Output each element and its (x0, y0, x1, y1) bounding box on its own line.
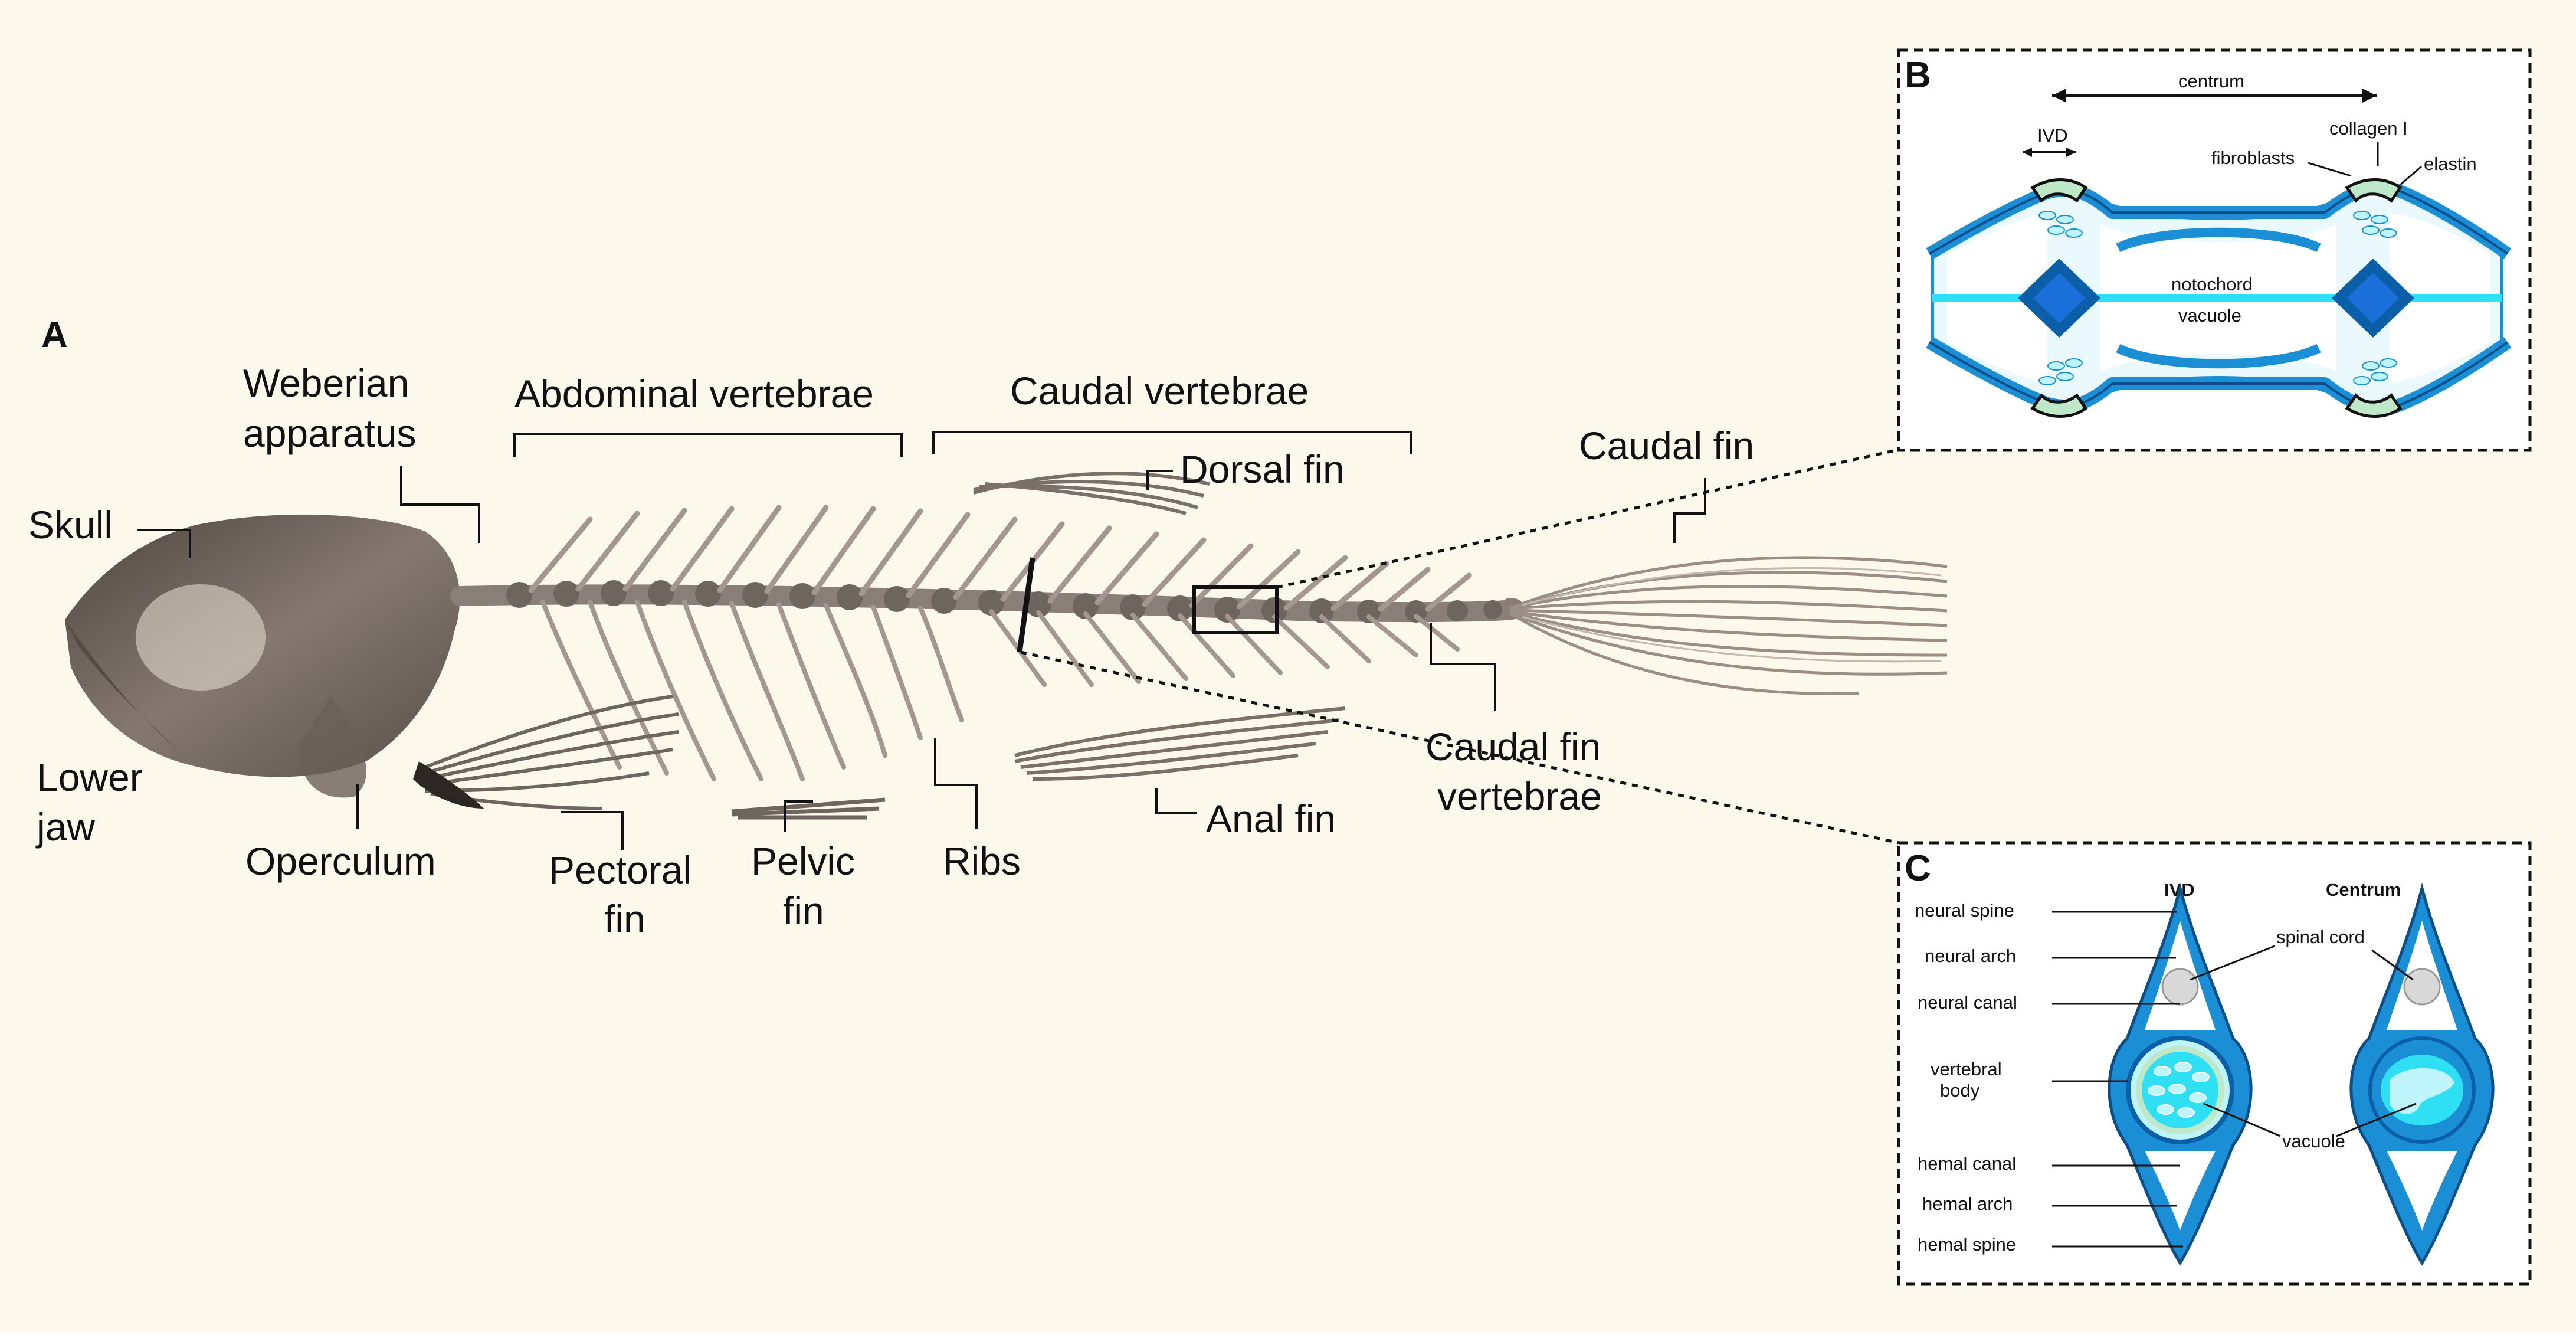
centrum-vacuole (2390, 1068, 2454, 1114)
panel-b: B centrum IVD collagen I fibroblasts ela… (1897, 48, 2532, 452)
centrum-arrow-head-right (2362, 89, 2377, 103)
label-pectoral-2: fin (604, 897, 645, 941)
label-vertebral-2: body (1940, 1080, 1980, 1101)
bone-arc-top-outline (1928, 186, 2509, 255)
label-spinal-cord: spinal cord (2276, 927, 2365, 947)
diamond-left-inner (2033, 273, 2085, 323)
dotted-leader-c (1020, 650, 1899, 845)
leader-fibroblasts (2308, 162, 2352, 177)
panel-label-b: B (1905, 55, 1931, 96)
label-weberian-2: apparatus (243, 411, 417, 455)
ivd-cap-left-top (2030, 178, 2088, 203)
label-centrum: centrum (2178, 71, 2244, 91)
notochord-axis (1932, 294, 2502, 302)
label-caudal-fin: Caudal fin (1579, 424, 1754, 467)
pectoral-fin-base (413, 761, 484, 809)
ivd-arrow-head-left (2023, 148, 2032, 157)
panel-label-a: A (41, 315, 68, 355)
centrum-hemal-canal (2387, 1151, 2457, 1231)
label-caudal-fin-vertebrae-2: vertebrae (1437, 774, 1602, 818)
caudal-fin-rays-grey (1522, 567, 1942, 663)
label-vacuole-c: vacuole (2282, 1131, 2345, 1151)
label-lower-jaw-1: Lower (37, 755, 143, 799)
label-lower-jaw-2: jaw (35, 805, 95, 849)
label-hemal-arch: hemal arch (1922, 1193, 2013, 1214)
section-line-marker (1017, 557, 1035, 653)
dorsal-fin (973, 472, 1210, 515)
vertebrae-beads (506, 580, 1502, 623)
section-box-marker (1192, 585, 1279, 634)
leader-pectoral (561, 811, 624, 850)
label-neural-canal: neural canal (1918, 992, 2017, 1013)
ivd-vacuole-cells (2148, 1062, 2210, 1118)
bracket-abdominal (513, 433, 903, 457)
leader-anal-fin (1155, 788, 1197, 814)
inner-arch-top (2116, 227, 2321, 253)
label-notochord: notochord (2171, 274, 2253, 295)
leader-caudal-fin-vertebrae (1430, 623, 1496, 711)
label-anal-fin: Anal fin (1206, 797, 1336, 840)
leader-skull (137, 529, 191, 558)
label-weberian-1: Weberian (243, 361, 409, 405)
bracket-caudal (932, 431, 1412, 454)
ivd-cap-left-bottom (2030, 393, 2088, 418)
label-operculum: Operculum (245, 839, 436, 883)
label-skull: Skull (28, 503, 113, 547)
bone-arc-bottom-outline (1928, 341, 2509, 410)
leader-vacuole-centrum (2336, 1102, 2417, 1137)
centrum-spinal-cord (2403, 968, 2441, 1006)
label-hemal-spine: hemal spine (1918, 1234, 2016, 1255)
label-elastin: elastin (2424, 153, 2477, 174)
skull-orbit (136, 584, 266, 691)
centrum-arrow-head-left (2052, 89, 2066, 103)
label-caudal-fin-vertebrae-1: Caudal fin (1425, 725, 1601, 768)
ivd-cap-right-top (2345, 178, 2403, 203)
label-fibroblasts: fibroblasts (2211, 148, 2295, 168)
rib-bones (540, 600, 964, 781)
label-caudal-vertebrae: Caudal vertebrae (1010, 369, 1309, 413)
label-centrum-c: Centrum (2326, 879, 2401, 900)
panel-c: C IVD Centrum neural spine neural arch n… (1897, 841, 2532, 1286)
leader-spinal-cord (2190, 945, 2275, 981)
label-dorsal-fin: Dorsal fin (1180, 447, 1345, 491)
operculum-bone (300, 696, 366, 798)
hemal-spines (989, 609, 1460, 687)
label-ivd-b: IVD (2037, 125, 2068, 146)
leader-pelvic (784, 800, 813, 832)
leader-ribs (934, 738, 978, 829)
label-abdominal-vertebrae: Abdominal vertebrae (514, 372, 874, 415)
pectoral-fin (424, 695, 679, 810)
leader-caudal-fin (1673, 478, 1706, 543)
label-neural-arch: neural arch (1925, 945, 2016, 966)
inner-arch-bottom (2116, 343, 2321, 369)
leader-dorsal-fin (1146, 470, 1173, 490)
panel-label-c: C (1905, 848, 1931, 889)
fish-skeleton (65, 472, 1948, 820)
leader-vacuole-ivd (2203, 1102, 2281, 1137)
label-pelvic-2: fin (783, 889, 824, 932)
ivd-cells (2038, 211, 2397, 385)
leader-weberian (400, 466, 480, 543)
label-pelvic-1: Pelvic (751, 839, 855, 883)
label-pectoral-1: Pectoral (549, 848, 691, 892)
ivd-hemal-canal (2145, 1151, 2216, 1231)
leader-spinal-cord-centrum (2371, 949, 2414, 981)
ivd-arrow-head-right (2066, 148, 2076, 157)
neural-spines (528, 505, 1472, 612)
label-neural-spine: neural spine (1915, 900, 2014, 921)
ivd-spinal-cord (2161, 968, 2199, 1006)
pelvic-fin (731, 797, 886, 820)
label-hemal-canal: hemal canal (1918, 1153, 2016, 1174)
ivd-cap-right-bottom (2345, 393, 2403, 418)
label-vertebral-1: vertebral (1931, 1059, 2002, 1079)
label-collagen: collagen I (2329, 118, 2408, 139)
label-vacuole-b: vacuole (2178, 305, 2241, 326)
anal-fin (1014, 706, 1346, 781)
label-ribs: Ribs (943, 839, 1021, 883)
diamond-right-inner (2347, 273, 2399, 323)
